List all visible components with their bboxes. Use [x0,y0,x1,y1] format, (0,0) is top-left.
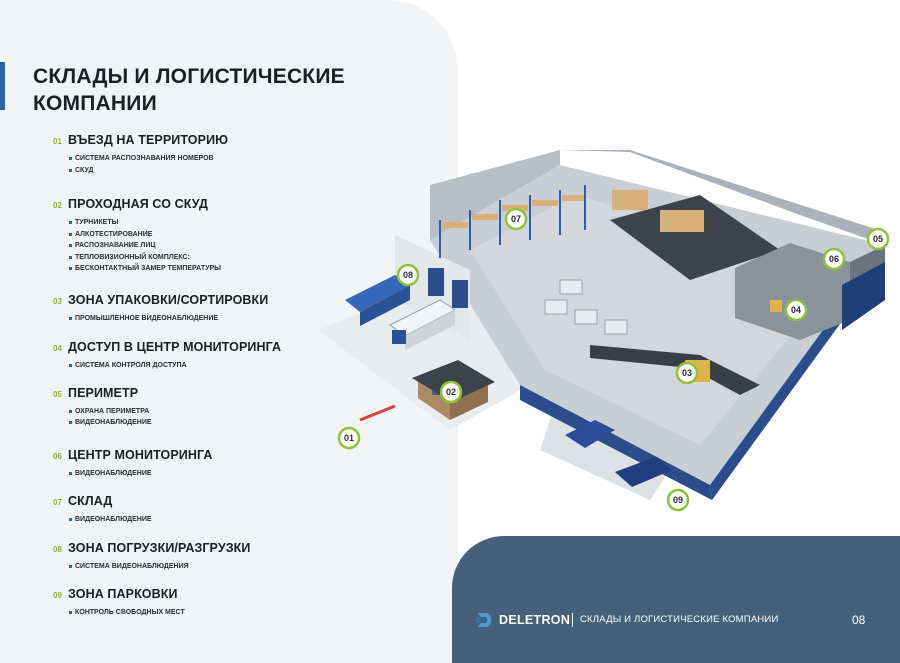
section-title: ПРОХОДНАЯ СО СКУД [68,197,209,211]
section-title: ЦЕНТР МОНИТОРИНГА [68,447,213,462]
section-title: ВЪЕЗД НА ТЕРРИТОРИЮ [68,133,229,147]
section-item: ТУРНИКЕТЫ [69,217,443,229]
section-list: 01 ВЪЕЗД НА ТЕРРИТОРИЮ СИСТЕМА РАСПОЗНАВАН… [53,133,443,634]
section-heading: 08 ЗОНА ПОГРУЗКИ/РАЗГРУЗКИ [53,541,443,555]
marker-07: 07 [504,207,528,231]
section-number: 09 [53,591,62,600]
section-08: 08 ЗОНА ПОГРУЗКИ/РАЗГРУЗКИ СИСТЕМА ВИДЕОНА… [53,541,443,573]
section-item: АЛКОТЕСТИРОВАНИЕ [69,229,443,241]
section-heading: 04 ДОСТУП В ЦЕНТР МОНИТОРИНГА [53,340,443,354]
section-09: 09 ЗОНА ПАРКОВКИ КОНТРОЛЬ СВОБОДНЫХ МЕСТ [53,587,443,619]
section-item: ВИДЕОНАБЛЮДЕНИЕ [69,417,443,429]
section-title: ЗОНА ПАРКОВКИ [68,587,178,601]
section-01: 01 ВЪЕЗД НА ТЕРРИТОРИЮ СИСТЕМА РАСПОЗНАВАН… [53,133,443,176]
section-number: 03 [53,296,62,306]
section-heading: 05 ПЕРИМЕТР [53,386,443,400]
section-number: 01 [53,137,62,146]
footer-caption: СКЛАДЫ И ЛОГИСТИЧЕСКИЕ КОМПАНИИ [580,614,779,625]
brand-name: DELETRON [499,613,571,627]
section-number: 08 [53,544,62,554]
marker-09: 09 [666,488,690,512]
svg-text:04: 04 [791,305,801,315]
marker-08: 08 [396,263,420,287]
svg-text:09: 09 [673,495,683,505]
brand: DELETRON [475,611,570,629]
section-heading: 09 ЗОНА ПАРКОВКИ [53,587,443,601]
section-item: ТЕПЛОВИЗИОННЫЙ КОМПЛЕКС: [69,252,443,264]
section-heading: 03 ЗОНА УПАКОВКИ/СОРТИРОВКИ [53,293,443,307]
section-04: 04 ДОСТУП В ЦЕНТР МОНИТОРИНГА СИСТЕМА КОНТ… [53,340,443,372]
section-heading: 02 ПРОХОДНАЯ СО СКУД [53,197,443,211]
section-item: СИСТЕМА ВИДЕОНАБЛЮДЕНИЯ [69,561,443,573]
page-title: СКЛАДЫ И ЛОГИСТИЧЕСКИЕ КОМПАНИИ [33,65,345,115]
svg-text:06: 06 [829,254,839,264]
section-item: ОХРАНА ПЕРИМЕТРА [69,406,443,418]
section-heading: 06 ЦЕНТР МОНИТОРИНГА [53,448,443,462]
section-item: БЕСКОНТАКТНЫЙ ЗАМЕР ТЕМПЕРАТУРЫ [69,263,443,275]
section-items: СИСТЕМА КОНТРОЛЯ ДОСТУПА [69,360,443,372]
marker-05: 05 [866,227,890,251]
svg-text:02: 02 [446,387,456,397]
section-title: ЗОНА ПОГРУЗКИ/РАЗГРУЗКИ [68,540,251,555]
section-03: 03 ЗОНА УПАКОВКИ/СОРТИРОВКИ ПРОМЫШЛЕННОЕ В… [53,293,443,325]
section-item: СКУД [69,165,443,177]
footer-separator [572,613,573,627]
section-title: СКЛАД [68,494,113,508]
section-items: ВИДЕОНАБЛЮДЕНИЕ [69,468,443,480]
marker-04: 04 [784,298,808,322]
section-items: ВИДЕОНАБЛЮДЕНИЕ [69,514,443,526]
section-item: СИСТЕМА РАСПОЗНАВАНИЯ НОМЕРОВ [69,153,443,165]
deletron-logo-icon [475,613,491,627]
section-heading: 01 ВЪЕЗД НА ТЕРРИТОРИЮ [53,133,443,147]
svg-text:01: 01 [344,433,354,443]
marker-06: 06 [822,247,846,271]
svg-text:05: 05 [873,234,883,244]
section-06: 06 ЦЕНТР МОНИТОРИНГА ВИДЕОНАБЛЮДЕНИЕ [53,448,443,480]
section-heading: 07 СКЛАД [53,494,443,508]
section-item: ВИДЕОНАБЛЮДЕНИЕ [69,468,443,480]
section-07: 07 СКЛАД ВИДЕОНАБЛЮДЕНИЕ [53,494,443,526]
section-title: ПЕРИМЕТР [68,385,139,400]
section-item: ВИДЕОНАБЛЮДЕНИЕ [69,514,443,526]
marker-03: 03 [675,361,699,385]
section-number: 05 [53,389,62,399]
section-number: 04 [53,344,62,353]
section-item: СИСТЕМА КОНТРОЛЯ ДОСТУПА [69,360,443,372]
warehouse-illustration: 01 02 03 04 05 06 07 08 09 [318,150,890,512]
section-item: ПРОМЫШЛЕННОЕ ВИДЕОНАБЛЮДЕНИЕ [69,313,443,325]
section-number: 02 [53,201,62,210]
section-title: ДОСТУП В ЦЕНТР МОНИТОРИНГА [68,340,282,354]
footer-panel [452,536,900,663]
section-title: ЗОНА УПАКОВКИ/СОРТИРОВКИ [68,292,269,307]
title-accent-bar [0,62,5,110]
svg-text:03: 03 [682,368,692,378]
section-number: 07 [53,498,62,507]
page-number: 08 [852,613,866,627]
section-items: КОНТРОЛЬ СВОБОДНЫХ МЕСТ [69,607,443,619]
marker-02: 02 [439,380,463,404]
section-items: ПРОМЫШЛЕННОЕ ВИДЕОНАБЛЮДЕНИЕ [69,313,443,325]
section-item: КОНТРОЛЬ СВОБОДНЫХ МЕСТ [69,607,443,619]
section-number: 06 [53,451,62,461]
svg-text:08: 08 [403,270,413,280]
section-items: СИСТЕМА ВИДЕОНАБЛЮДЕНИЯ [69,561,443,573]
svg-text:07: 07 [511,214,521,224]
marker-01: 01 [337,426,361,450]
section-item: РАСПОЗНАВАНИЕ ЛИЦ [69,240,443,252]
